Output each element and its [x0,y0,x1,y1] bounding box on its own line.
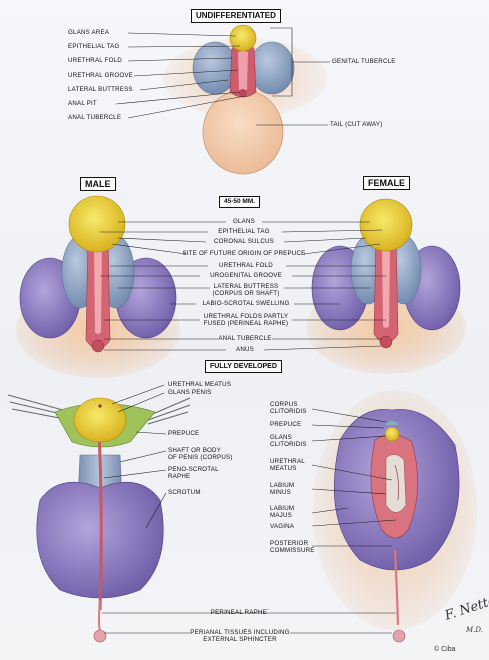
label-posterior-commissure: POSTERIOR [270,540,309,547]
label-urogenital-groove: UROGENITAL GROOVE [210,272,282,279]
undifferentiated-figure [163,24,327,175]
label-urethral-fold: URETHRAL FOLD [68,57,122,64]
label-lateral-buttress: LATERAL BUTTRESS [68,86,133,93]
label-vagina: VAGINA [270,523,295,530]
label-anal-tubercle-mid: ANAL TUBERCLE [218,335,272,342]
label-penoscrotal-raphe-2: RAPHE [168,473,191,480]
label-epithelial-tag-mid: EPITHELIAL TAG [218,228,270,235]
label-shaft: SHAFT OR BODY [168,447,222,454]
label-lateral-buttress-mid-2: (CORPUS OR SHAFT) [212,290,280,297]
label-labioscrotal-swelling: LABIO-SCROTAL SWELLING [202,300,290,307]
label-shaft-2: OF PENIS (CORPUS) [168,454,233,461]
label-perineal-raphe: PERINEAL RAPHE´ [210,609,270,616]
artist-signature-suffix: M.D. [466,626,483,634]
heading-female: FEMALE [363,176,410,190]
label-glans: GLANS [233,218,255,225]
heading-male: MALE [80,177,116,191]
label-labium-minus: LABIUM [270,482,295,489]
label-prepuce-female: PREPUCE [270,421,302,428]
label-labium-minus-2: MINUS [270,489,291,496]
label-coronal-sulcus: CORONAL SULCUS [214,238,274,245]
label-urethral-groove: URETHRAL GROOVE [68,72,133,79]
heading-stage: 45-50 MM. [219,196,261,208]
label-glans-clitoridis-2: CLITORIDIS [270,441,307,448]
label-anus: ANUS [236,346,254,353]
label-perianal-tissues-2: EXTERNAL SPHINCTER [203,636,277,643]
copyright-credit: © Ciba [434,646,456,653]
label-folds-fused: URETHRAL FOLDS PARTLY [203,313,289,320]
label-glans-clitoridis: GLANS [270,434,292,441]
label-anal-tubercle: ANAL TUBERCLE [68,114,122,121]
label-urethral-fold-mid: URETHRAL FOLD [219,262,273,269]
male-adult-figure [7,394,191,643]
label-glans-area: GLANS AREA [68,29,110,36]
female-adult-figure [313,390,477,643]
label-prepuce-male: PREPUCE [168,430,200,437]
label-urethral-meatus-female-2: MEATUS [270,465,297,472]
label-corpus-clitoridis: CORPUS [270,401,298,408]
heading-undifferentiated: UNDIFFERENTIATED [191,9,281,23]
label-prepuce-site: SITE OF FUTURE ORIGIN OF PREPUCE [182,250,306,257]
label-epithelial-tag: EPITHELIAL TAG [68,43,120,50]
label-scrotum: SCROTUM [168,489,201,496]
male-embryo-figure [16,195,180,378]
label-posterior-commissure-2: COMMISSURE [270,547,315,554]
label-penoscrotal-raphe: PENO-SCROTAL [168,466,219,473]
label-perianal-tissues: PERIANAL TISSUES INCLUDING [190,629,290,636]
label-urethral-meatus-female: URETHRAL [270,458,305,465]
label-tail: TAIL (CUT AWAY) [330,121,383,128]
heading-fully-developed: FULLY DEVELOPED [205,360,282,373]
label-folds-fused-2: FUSED (PERINEAL RAPHE) [203,320,289,327]
label-glans-penis: GLANS PENIS [168,389,212,396]
label-urethral-meatus-male: URETHRAL MEATUS [168,381,232,388]
label-anal-pit: ANAL PIT [68,100,97,107]
label-lateral-buttress-mid: LATERAL BUTTRESS [213,283,279,290]
leader-lines [100,27,397,634]
label-corpus-clitoridis-2: CLITORIDIS [270,408,307,415]
label-genital-tubercle: GENITAL TUBERCLE [332,58,396,65]
label-labium-majus: LABIUM [270,505,295,512]
label-labium-majus-2: MAJUS [270,512,292,519]
